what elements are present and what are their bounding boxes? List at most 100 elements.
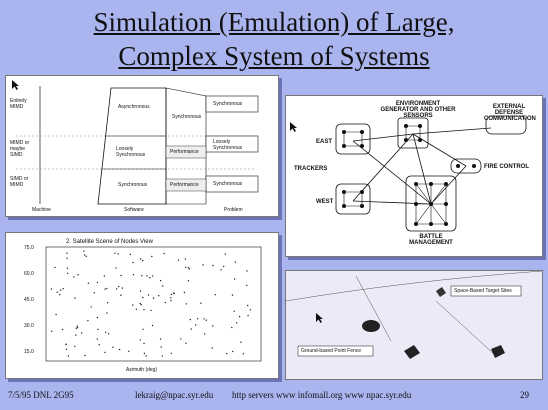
scatter-dot <box>141 275 143 277</box>
mid-label-1: Performance <box>170 149 199 155</box>
scatter-dot <box>105 331 107 333</box>
scatter-dot <box>114 252 116 254</box>
pointer-cursor-icon <box>12 80 19 90</box>
scatter-dot <box>151 255 153 258</box>
scatter-dot <box>140 258 142 260</box>
scatter-dot <box>212 264 214 267</box>
scatter-dot <box>96 338 99 340</box>
scatter-dot <box>66 257 68 259</box>
scatter-dot <box>120 274 122 277</box>
scatter-dot <box>247 314 249 317</box>
scatter-dot <box>135 308 138 310</box>
scatter-dot <box>197 318 199 320</box>
plot-title: 2. Satellite Scene of Nodes View <box>66 239 153 245</box>
scatter-dot <box>187 280 190 282</box>
footer-email: lekraig@npac.syr.edu <box>135 390 214 400</box>
scatter-dot <box>103 275 106 277</box>
box-label-2: Synchronous <box>118 182 148 188</box>
space-scene: Space-Based Target Sites Ground-based Po… <box>285 270 543 380</box>
scatter-dot <box>233 278 236 280</box>
scatter-dot <box>74 297 76 299</box>
scatter-plot: 2. Satellite Scene of Nodes View 75.0 60… <box>5 232 279 379</box>
scatter-dot <box>106 287 108 290</box>
scatter-dot <box>146 275 148 277</box>
scatter-dot <box>140 304 142 306</box>
architecture-diagram-svg <box>16 86 259 205</box>
scatter-dot <box>129 253 131 256</box>
scatter-dot <box>50 288 53 290</box>
scatter-dot <box>142 259 144 262</box>
scatter-dot <box>152 275 154 277</box>
y-tick-1: 60.0 <box>24 271 34 277</box>
scatter-dot <box>107 333 110 335</box>
scene-label-top: Space-Based Target Sites <box>454 288 512 294</box>
scatter-dot <box>143 342 145 345</box>
scatter-dot <box>116 288 118 290</box>
scatter-dot <box>65 343 67 346</box>
scatter-dot <box>76 325 78 327</box>
scatter-dot <box>151 324 154 327</box>
bottom-label-0: Machine <box>32 207 51 213</box>
scatter-dot <box>200 302 202 304</box>
scatter-dot <box>74 345 76 347</box>
battle-management-label: BATTLE MANAGEMENT <box>409 234 453 246</box>
scatter-dot <box>220 269 222 271</box>
plot-xlabel: Azimuth (deg) <box>126 367 158 373</box>
scatter-dot <box>118 348 121 351</box>
right-box-2: Synchronous <box>213 181 243 187</box>
scatter-dot <box>185 342 187 344</box>
scatter-dot <box>202 264 204 266</box>
y-tick-3: 30.0 <box>24 323 34 329</box>
scatter-dot <box>223 265 225 268</box>
slide-title-line2: Complex System of Systems <box>118 41 430 71</box>
scatter-dot <box>163 252 165 255</box>
scatter-dot <box>77 274 79 276</box>
scatter-dot <box>246 284 248 287</box>
scatter-dot <box>87 320 89 322</box>
page-number: 29 <box>520 390 529 400</box>
scatter-dot <box>65 348 68 350</box>
scatter-dot <box>96 281 99 284</box>
scatter-dot <box>66 252 68 254</box>
scatter-dot <box>61 328 64 331</box>
y-tick-2: 45.0 <box>24 297 34 303</box>
scatter-dot <box>66 267 69 269</box>
scatter-dot <box>142 296 144 299</box>
scatter-dot <box>183 291 186 294</box>
scatter-dot <box>59 294 61 296</box>
pointer-cursor-icon <box>290 122 297 132</box>
fire-control-label: FIRE CONTROL <box>484 164 529 170</box>
scatter-dot <box>185 303 188 305</box>
east-label: EAST <box>316 139 333 145</box>
scatter-dot <box>159 338 162 340</box>
scatter-dot <box>106 302 109 304</box>
scatter-dot <box>75 334 77 336</box>
scatter-dot <box>120 294 122 296</box>
left-label-1: MIMD or maybe SIMD <box>10 140 30 158</box>
scatter-dot <box>232 350 234 353</box>
scatter-dot <box>164 301 167 304</box>
scatter-dot <box>118 285 120 288</box>
scatter-dot <box>67 355 70 357</box>
scatter-dot <box>203 318 205 320</box>
scatter-dot <box>142 328 144 330</box>
scatter-dot <box>203 333 206 335</box>
architecture-diagram: Entirely MIMD MIMD or maybe SIMD SIMD or… <box>5 75 279 217</box>
scatter-dot <box>234 261 237 263</box>
scatter-dot <box>132 274 135 276</box>
slide-title-line1: Simulation (Emulation) of Large, <box>93 7 455 37</box>
scatter-dot <box>93 292 96 294</box>
scatter-dot <box>150 309 152 312</box>
scatter-dot <box>56 291 58 293</box>
scatter-dot <box>143 352 146 355</box>
scatter-dot <box>62 288 64 290</box>
mid-label-2: Performance <box>170 182 199 188</box>
scatter-dot <box>172 292 175 294</box>
scatter-dot <box>85 255 88 257</box>
trackers-label: TRACKERS <box>294 166 328 172</box>
scatter-dot <box>240 341 242 343</box>
scatter-dot <box>177 259 180 261</box>
right-box-0: Synchronous <box>213 101 243 107</box>
bottom-label-2: Problem <box>224 207 243 213</box>
scatter-dot <box>205 319 207 321</box>
